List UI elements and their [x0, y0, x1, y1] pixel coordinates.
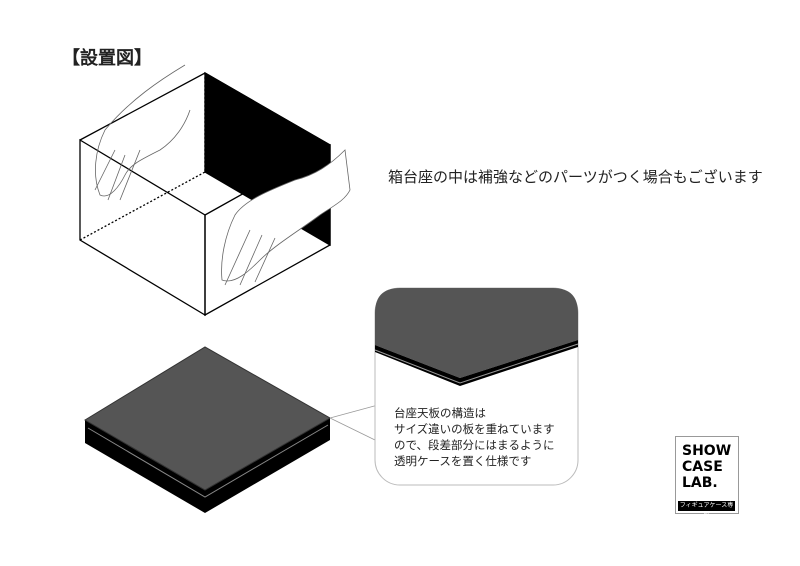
- showcase-lab-logo: SHOW CASE LAB. フィギュアケース専門: [675, 436, 739, 519]
- base-top-face: [84, 346, 332, 491]
- box-note: 箱台座の中は補強などのパーツがつく場合もございます: [388, 168, 763, 186]
- logo-text: SHOW CASE LAB.: [682, 443, 731, 491]
- base-illustration: [84, 346, 379, 513]
- logo-subtitle: フィギュアケース専門: [678, 501, 735, 519]
- page-title: 【設置図】: [62, 48, 152, 69]
- logo-line: LAB.: [682, 475, 718, 491]
- callout-line: ので、段差部分にはまるように: [394, 438, 555, 452]
- hand-left-icon: [94, 64, 191, 201]
- callout-magnified-view: [374, 287, 579, 486]
- callout-text: 台座天板の構造は サイズ違いの板を重ねています ので、段差部分にはまるように 透…: [394, 405, 555, 469]
- hand-right-icon: [221, 149, 351, 286]
- callout-line: 台座天板の構造は: [394, 406, 486, 420]
- box-illustration: [79, 64, 351, 317]
- logo-line: CASE: [682, 459, 723, 475]
- logo-line: SHOW: [682, 443, 732, 459]
- callout-line: 透明ケースを置く仕様です: [394, 454, 532, 468]
- callout-line: サイズ違いの板を重ねています: [394, 422, 555, 436]
